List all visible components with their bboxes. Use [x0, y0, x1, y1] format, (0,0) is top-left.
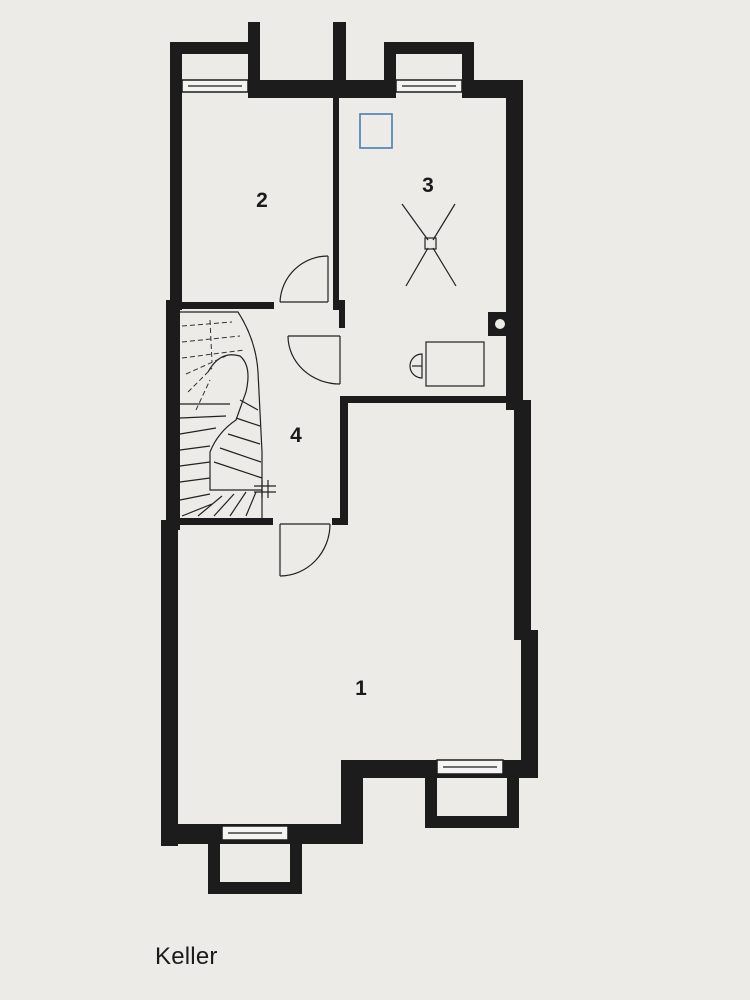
wall-under-room2: [180, 302, 274, 309]
pipe-column: [488, 312, 512, 336]
wall-room2-room3-lower: [339, 300, 345, 328]
bottom-left-lightwell-left-wall: [208, 824, 220, 894]
shaft-square: [359, 113, 393, 149]
windows: [181, 79, 504, 841]
bottom-right-lightwell-bottom-wall: [425, 816, 519, 828]
room-number-3: 3: [422, 174, 434, 197]
bottom-right-lightwell-right-wall: [507, 760, 519, 828]
right-wall-middle: [514, 400, 531, 640]
bottom-right-lightwell-left-wall: [425, 760, 437, 828]
room-number-1: 1: [355, 677, 367, 700]
room-number-2: 2: [256, 189, 268, 212]
door-room3: [287, 335, 341, 385]
left-wall-middle: [166, 300, 180, 530]
left-wall-lower: [161, 520, 178, 846]
top-right-lightwell-left-wall: [384, 42, 396, 98]
window-bottom-right: [436, 759, 504, 775]
top-wall-middle: [248, 80, 333, 98]
wall-room2-room3: [333, 98, 339, 310]
left-wall-upper: [170, 80, 182, 310]
top-left-lightwell-right-wall: [248, 22, 260, 98]
bottom-left-lightwell-bottom-wall: [208, 882, 302, 894]
wall-under-hall-right: [332, 518, 348, 525]
top-left-lightwell-top-wall: [170, 42, 260, 54]
interior-walls: [178, 98, 515, 525]
floor-caption: Keller: [155, 943, 218, 970]
bottom-left-lightwell-right-wall: [290, 824, 302, 894]
right-wall-lower: [521, 630, 538, 778]
door-room2: [279, 255, 329, 303]
washbasin: [409, 341, 485, 387]
room3-fixtures: [359, 113, 512, 387]
window-top-right: [395, 79, 463, 93]
window-bottom-left: [221, 825, 289, 841]
ceiling-light-symbol: [401, 203, 457, 287]
doors: [279, 255, 341, 577]
top-wall-right-a: [346, 80, 388, 98]
staircase: [179, 311, 276, 518]
door-room1: [279, 523, 331, 577]
room-number-4: 4: [290, 424, 302, 447]
wall-hall4-room1: [340, 396, 348, 524]
right-wall-upper: [506, 80, 523, 410]
top-wall-right-b: [466, 80, 516, 98]
top-right-lightwell-top-wall: [384, 42, 474, 54]
bottom-recess-vertical: [341, 760, 363, 844]
window-top-left: [181, 79, 249, 93]
wall-room3-room1: [345, 396, 515, 403]
top-right-lightwell-right-wall: [462, 42, 474, 98]
wall-under-stairs: [178, 518, 273, 525]
top-wall-stub: [333, 22, 346, 98]
